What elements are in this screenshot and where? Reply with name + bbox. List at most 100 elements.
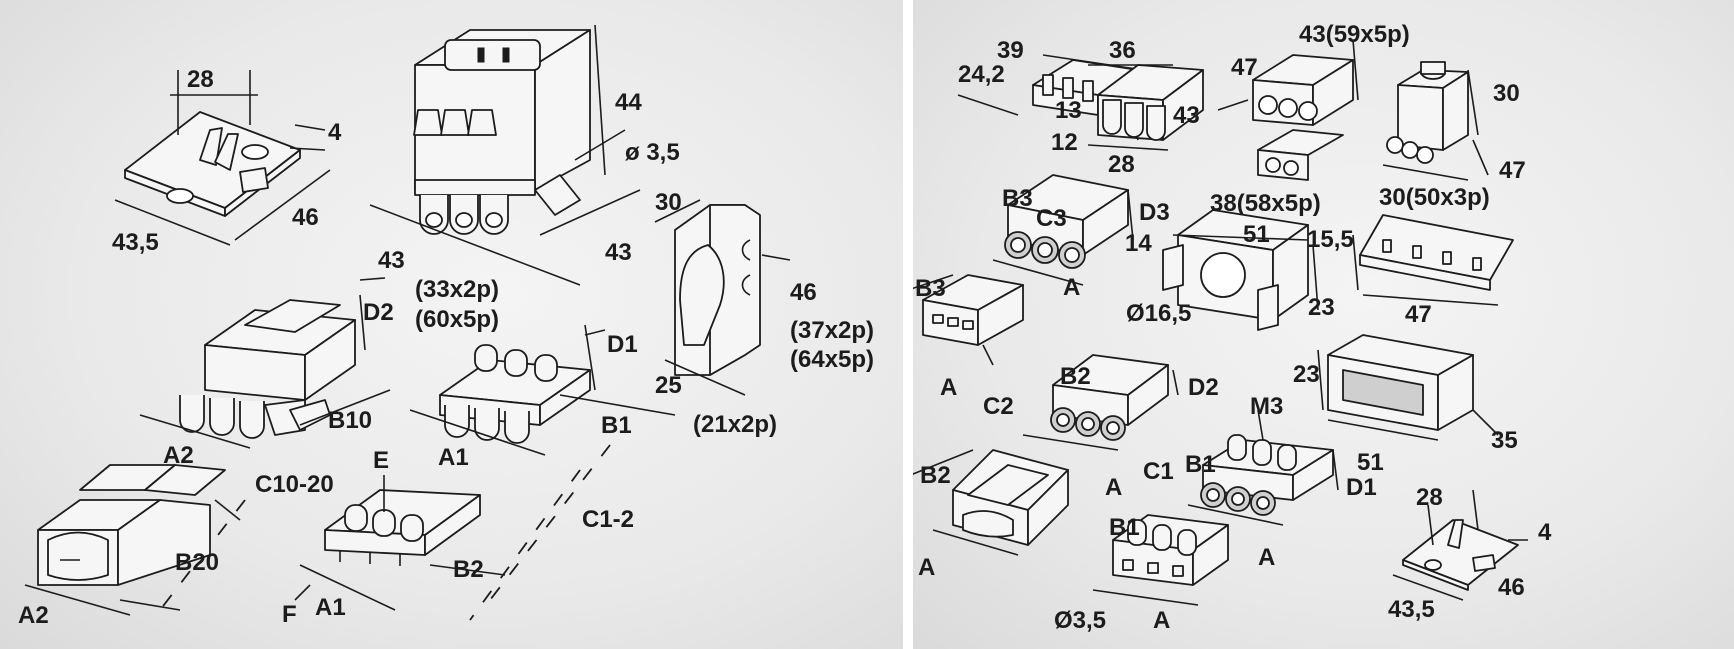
- dim-43-right-label: 43: [605, 239, 632, 266]
- connector-59x5p: [1217, 39, 1359, 181]
- dim-35-label: 35: [1491, 427, 1518, 454]
- label-A-m3: A: [1258, 544, 1275, 571]
- label-A2-lower: A2: [18, 602, 49, 629]
- housing-b2: [913, 449, 1069, 556]
- dim-46-right-label: 46: [1498, 574, 1525, 601]
- label-A1-lower: A1: [315, 594, 346, 621]
- dim-30-label: 30: [655, 189, 682, 216]
- label-C3: C3: [1036, 205, 1067, 232]
- guide-dash-2: [469, 469, 581, 621]
- housing-b20: [24, 464, 241, 616]
- label-M3: M3: [1250, 393, 1283, 420]
- dim-23-frame-label: 23: [1293, 361, 1320, 388]
- label-B2-top: B2: [1060, 363, 1091, 390]
- label-B2-bottom: B2: [920, 462, 951, 489]
- label-D1-right: D1: [1346, 474, 1377, 501]
- dim-30-50x3p-label: 30(50x3p): [1379, 184, 1490, 211]
- dim-47-plate-label: 47: [1405, 301, 1432, 328]
- label-B2-left: B2: [453, 556, 484, 583]
- dim-28-bottom-label: 28: [1416, 484, 1443, 511]
- guide-dash-1: [489, 444, 611, 601]
- frame-35: [1317, 334, 1499, 441]
- dim-4-label: 4: [328, 119, 342, 146]
- right-panel: 39 24,2 12 36 13 28 43(59x5p) 47 43 38(5…: [913, 0, 1734, 649]
- dim-43-5-right-label: 43,5: [1388, 596, 1435, 623]
- dim-43-59x5p-label: 43(59x5p): [1299, 21, 1410, 48]
- dim-28-top-label: 28: [1108, 151, 1135, 178]
- connector-b2-d2: [1022, 354, 1179, 451]
- left-drawing: 28 4 46 43,5 44 ø 3,5 43 43: [18, 24, 874, 629]
- plug-b3: [913, 274, 1024, 366]
- dim-43-label: 43: [1173, 102, 1200, 129]
- dim-phi-3-5-label: Ø3,5: [1054, 607, 1106, 634]
- dim-phi-16-5-label: Ø16,5: [1126, 300, 1191, 327]
- label-B20: B20: [175, 549, 219, 576]
- label-B3-bottom: B3: [915, 275, 946, 302]
- side-view-connector: [654, 199, 791, 396]
- large-connector: [369, 24, 641, 286]
- connector-36: [1087, 64, 1204, 151]
- dim-36-label: 36: [1109, 37, 1136, 64]
- label-D2-right: D2: [1188, 374, 1219, 401]
- label-D1-left: D1: [607, 331, 638, 358]
- label-A-b3: A: [940, 374, 957, 401]
- dim-28-label: 28: [187, 66, 214, 93]
- connector-b1-bottom: [1092, 514, 1229, 606]
- connector-m3: [1187, 409, 1339, 526]
- dim-44-label: 44: [615, 89, 642, 116]
- label-B3-top: B3: [1002, 185, 1033, 212]
- dim-24-2-label: 24,2: [958, 61, 1005, 88]
- label-B1-bottom: B1: [1109, 514, 1140, 541]
- label-B1-top: B1: [1185, 451, 1216, 478]
- label-B1-left: B1: [601, 412, 632, 439]
- dim-51-top-label: 51: [1243, 221, 1270, 248]
- dim-46-side-label: 46: [790, 279, 817, 306]
- panel-mount-16-5: [1162, 209, 1319, 331]
- dim-47-label: 47: [1231, 54, 1258, 81]
- dim-25-label: 25: [655, 372, 682, 399]
- label-C2: C2: [983, 393, 1014, 420]
- dim-30-right-label: 30: [1493, 80, 1520, 107]
- label-F: F: [282, 601, 297, 628]
- variant-37x2p-label: (37x2p): [790, 317, 874, 344]
- label-C1: C1: [1143, 458, 1174, 485]
- dim-46-label: 46: [292, 204, 319, 231]
- label-C1-2: C1-2: [582, 506, 634, 533]
- label-D2-left: D2: [363, 299, 394, 326]
- label-A-b2: A: [1105, 474, 1122, 501]
- dim-12-label: 12: [1051, 129, 1078, 156]
- connector-e: [294, 475, 506, 611]
- dim-39-label: 39: [997, 37, 1024, 64]
- dim-43-left-label: 43: [378, 247, 405, 274]
- dim-diameter-3-5-label: ø 3,5: [625, 139, 680, 166]
- label-E: E: [373, 447, 389, 474]
- connector-a1-b1: [409, 324, 676, 456]
- connector-c3: [992, 174, 1134, 286]
- label-A-c3: A: [1063, 274, 1080, 301]
- variant-33x2p-label: (33x2p): [415, 276, 499, 303]
- panel-divider: [903, 0, 913, 649]
- variant-64x5p-label: (64x5p): [790, 346, 874, 373]
- left-panel: 28 4 46 43,5 44 ø 3,5 43 43: [0, 0, 903, 649]
- variant-21x2p-label: (21x2p): [693, 411, 777, 438]
- label-A-b2-housing: A: [918, 554, 935, 581]
- dim-43-5-label: 43,5: [112, 229, 159, 256]
- variant-60x5p-label: (60x5p): [415, 306, 499, 333]
- slotted-plate-47: [1352, 214, 1514, 306]
- label-A-b1: A: [1153, 607, 1170, 634]
- dim-51-frame-label: 51: [1357, 449, 1384, 476]
- label-A1-upper: A1: [438, 444, 469, 471]
- label-D3: D3: [1139, 199, 1170, 226]
- dim-23-top-label: 23: [1308, 294, 1335, 321]
- dim-47-right-label: 47: [1499, 157, 1526, 184]
- mounting-plate-bottom: [1392, 489, 1528, 601]
- mounting-plate-small: [114, 70, 331, 246]
- dim-4-right-label: 4: [1538, 519, 1552, 546]
- dim-15-5-label: 15,5: [1307, 226, 1354, 253]
- dim-13-label: 13: [1055, 97, 1082, 124]
- label-C10-20: C10-20: [255, 471, 334, 498]
- dim-14-label: 14: [1125, 230, 1152, 257]
- connector-50x3p: [1382, 61, 1489, 181]
- connector-b10: [139, 277, 391, 449]
- label-B10: B10: [328, 407, 372, 434]
